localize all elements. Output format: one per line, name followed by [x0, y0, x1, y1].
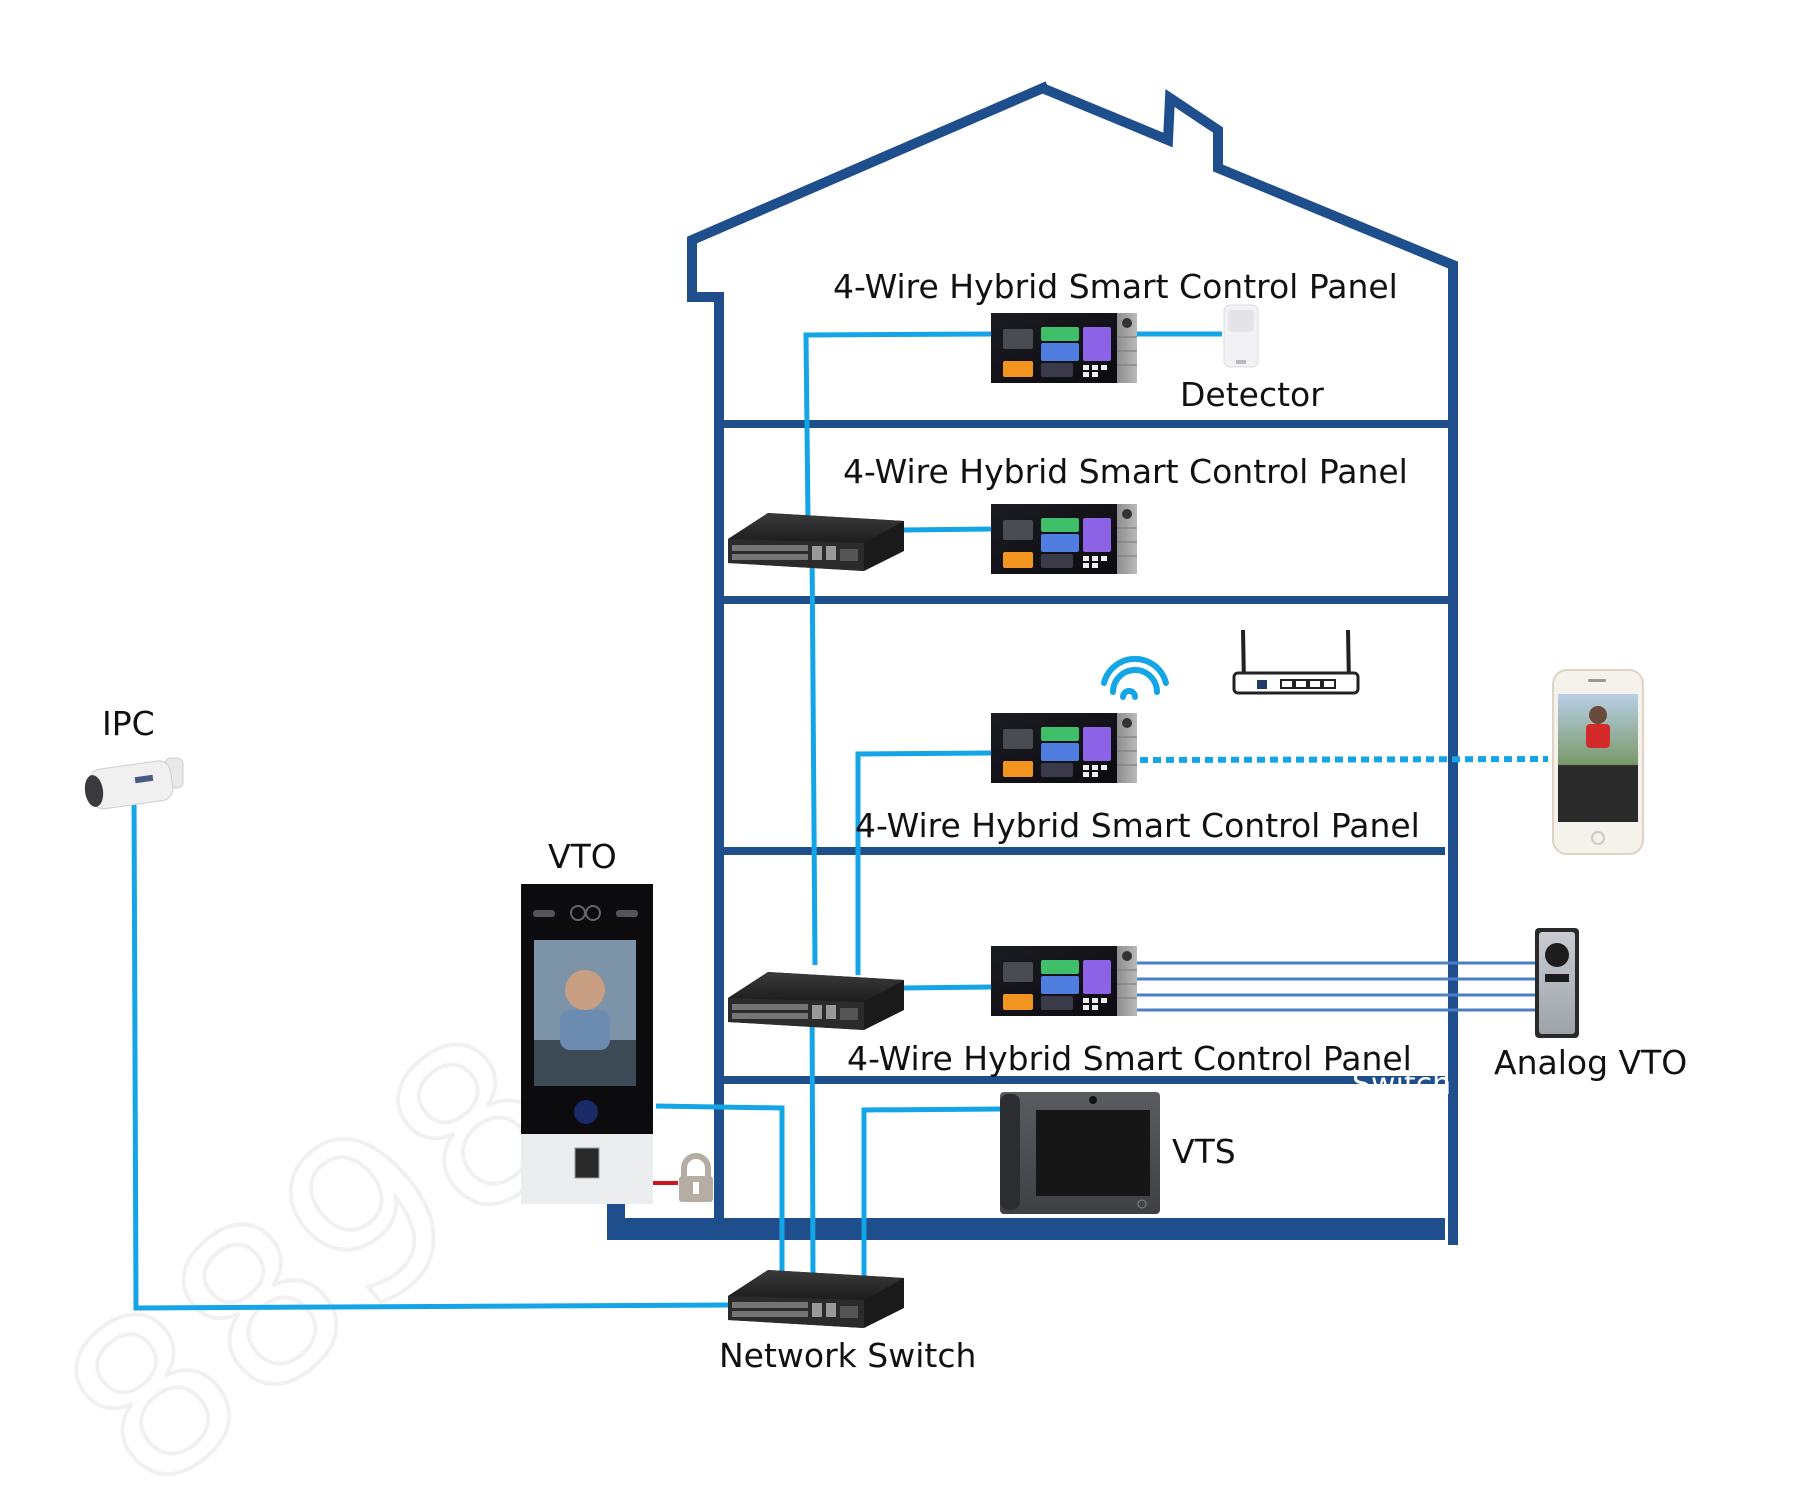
network-switch-main[interactable] [728, 1270, 904, 1328]
control-panel-floor3[interactable] [990, 312, 1138, 384]
label-network-switch: Network Switch [719, 1336, 976, 1375]
label-panel-ground: 4-Wire Hybrid Smart Control Panel [847, 1039, 1412, 1078]
electric-lock-icon [679, 1153, 713, 1202]
wiring [131, 331, 1549, 1311]
wifi-router[interactable] [1232, 629, 1360, 695]
wire-lower-to-upper-switch [809, 544, 818, 966]
wire-ipc-switch [131, 794, 731, 1311]
label-analog-vto: Analog VTO [1494, 1043, 1687, 1082]
house-outline [607, 81, 1458, 1245]
wire-switch-panel2 [902, 526, 992, 533]
network-switch-upper[interactable] [728, 513, 904, 571]
ghost-switch-text: Switch [1352, 1067, 1451, 1102]
wire-switch-panel1 [855, 750, 992, 975]
control-panel-floor1[interactable] [990, 712, 1138, 784]
network-switch-lower[interactable] [728, 972, 904, 1030]
control-panel-floor0[interactable] [990, 945, 1138, 1017]
ipc-camera[interactable] [83, 757, 184, 810]
foundation-step [607, 1200, 625, 1222]
analog-vto-device[interactable] [1535, 928, 1579, 1038]
control-panel-floor2[interactable] [990, 503, 1138, 575]
label-ipc: IPC [102, 704, 155, 743]
smartphone-app[interactable] [1552, 669, 1644, 855]
label-detector: Detector [1180, 375, 1324, 414]
house-wall-left-roof [687, 81, 1050, 1230]
wire-vts-switch [861, 1106, 1003, 1280]
wire-switch-panel0 [899, 984, 992, 991]
wire-wireless-phone [1139, 756, 1549, 763]
wire-vto-switch [655, 1103, 785, 1280]
label-panel-floor1: 4-Wire Hybrid Smart Control Panel [855, 806, 1420, 845]
detector-device[interactable] [1223, 304, 1259, 368]
house-foundation [607, 1218, 1445, 1240]
label-panel-floor3: 4-Wire Hybrid Smart Control Panel [833, 267, 1398, 306]
label-vto: VTO [548, 837, 617, 876]
wifi-signal-icon [1101, 655, 1169, 700]
vto-door-station[interactable] [521, 884, 653, 1204]
label-vts: VTS [1172, 1132, 1236, 1171]
vts-indoor-station[interactable] [1000, 1092, 1160, 1214]
label-panel-floor2: 4-Wire Hybrid Smart Control Panel [843, 452, 1408, 491]
wire-backbone [809, 989, 816, 1281]
house-roof-chimney [1040, 83, 1458, 1245]
wire-switch-panel3 [803, 331, 992, 521]
